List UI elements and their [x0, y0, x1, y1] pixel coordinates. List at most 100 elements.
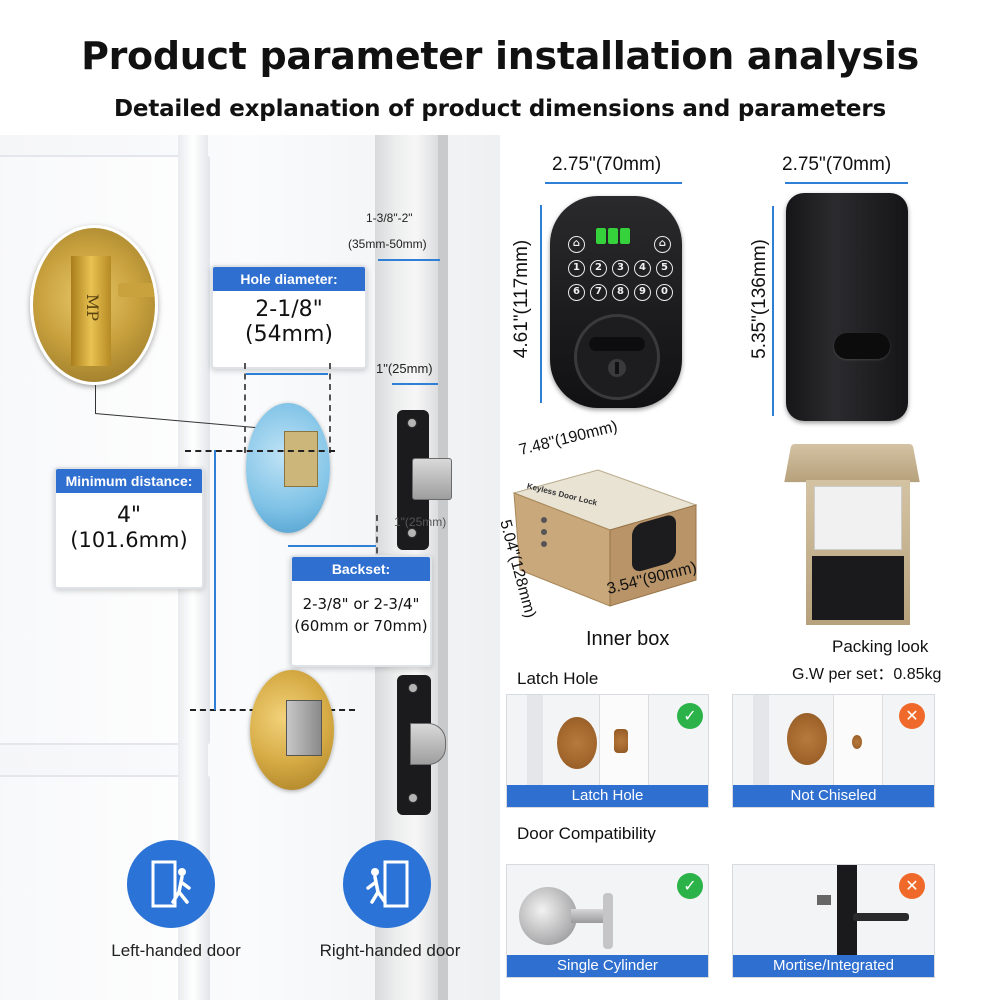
door-thickness-line — [378, 259, 440, 261]
right-handed-door-label: Right-handed door — [319, 941, 461, 960]
check-icon: ✓ — [677, 873, 703, 899]
door-installation-diagram: MP Hole diameter: 2-1/8" (54mm) 1-3/8"-2… — [0, 135, 500, 1000]
thumbturn-ring — [574, 314, 660, 400]
mortise-integrated-tile: ✕ Mortise/Integrated — [732, 864, 935, 978]
hinge-pointer-v — [95, 385, 96, 413]
deadbolt-bore — [250, 670, 334, 790]
left-handed-door-icon — [127, 840, 215, 928]
hole-diameter-metric: (54mm) — [244, 322, 334, 347]
key-2: 2 — [590, 260, 607, 277]
lever-handle — [853, 913, 909, 921]
unlock-key-icon: ⌂ — [654, 236, 671, 253]
latch-in-bore — [284, 431, 318, 487]
knob-spindle — [571, 909, 607, 923]
screw-icon — [408, 683, 418, 693]
key-1: 1 — [568, 260, 585, 277]
minimum-distance-card: Minimum distance: 4" (101.6mm) — [54, 467, 204, 589]
left-handed-door-label: Left-handed door — [111, 941, 241, 960]
door-jamb — [753, 695, 769, 787]
hinge-mark: MP — [83, 293, 103, 322]
rose-plate — [603, 893, 613, 949]
latch-bolt — [412, 458, 452, 500]
box-base — [806, 480, 910, 625]
keyhole-icon — [608, 359, 626, 377]
packing-look-photo — [782, 440, 922, 630]
small-latch-hole — [852, 735, 862, 749]
key-8: 8 — [612, 284, 629, 301]
cross-bore-hole — [246, 403, 330, 533]
thumbturn-slot — [589, 337, 645, 351]
key-5: 5 — [656, 260, 673, 277]
door-thickness-metric: (35mm-50mm) — [348, 237, 427, 251]
latch-width-label: 1"(25mm) — [376, 361, 433, 376]
key-4: 4 — [634, 260, 651, 277]
mortise-integrated-tile-label: Mortise/Integrated — [733, 955, 934, 977]
front-height-line — [540, 205, 542, 403]
min-dist-line — [214, 450, 216, 710]
packing-caption: Packing look — [832, 637, 929, 656]
min-dist-top-line — [185, 450, 335, 452]
bore-hole — [787, 713, 827, 765]
backset-line1: 2-3/8" or 2-3/4" — [302, 595, 420, 613]
deadbolt-in-bore — [286, 700, 322, 756]
latch-hole-tile-label: Latch Hole — [507, 785, 708, 807]
interior-lock-back — [786, 193, 908, 421]
manual-sheet — [814, 486, 902, 550]
single-cylinder-tile: ✓ Single Cylinder — [506, 864, 709, 978]
back-height-line — [772, 206, 774, 416]
battery-indicator-icon — [596, 228, 632, 244]
foam-insert — [812, 556, 904, 620]
minimum-distance-imperial: 4" — [116, 503, 142, 528]
backset-line2: (60mm or 70mm) — [294, 617, 428, 635]
lever-rose — [817, 895, 831, 905]
key-7: 7 — [590, 284, 607, 301]
hole-diameter-imperial: 2-1/8" — [255, 297, 323, 322]
key-3: 3 — [612, 260, 629, 277]
key-9: 9 — [634, 284, 651, 301]
latch-hole-tile: ✓ Latch Hole — [506, 694, 709, 808]
screw-icon — [407, 418, 417, 428]
lock-key-icon: ⌂ — [568, 236, 585, 253]
right-handed-door-icon — [343, 840, 431, 928]
door-compatibility-heading: Door Compatibility — [517, 824, 656, 843]
back-height-label: 5.35"(136mm) — [749, 239, 770, 359]
mortise-plate — [837, 865, 857, 957]
backset-card: Backset: 2-3/8" or 2-3/4" (60mm or 70mm) — [290, 555, 432, 667]
hinge-pin — [118, 283, 155, 297]
bore-hole — [557, 717, 597, 769]
front-width-label: 2.75"(70mm) — [552, 154, 662, 175]
backset-ext — [376, 515, 378, 575]
latch-mortise — [614, 729, 628, 753]
not-chiseled-tile: ✕ Not Chiseled — [732, 694, 935, 808]
cross-icon: ✕ — [899, 703, 925, 729]
hole-dim-line — [246, 373, 328, 375]
keypad-lock-front: ⌂ ⌂ 1 2 3 4 5 6 7 8 9 0 — [550, 196, 682, 408]
hole-diameter-card: Hole diameter: 2-1/8" (54mm) — [211, 265, 367, 369]
front-width-line — [545, 182, 682, 184]
latch-width-line — [392, 383, 438, 385]
minimum-distance-metric: (101.6mm) — [70, 528, 188, 552]
door-edge-shadow — [438, 135, 448, 1000]
single-cylinder-tile-label: Single Cylinder — [507, 955, 708, 977]
door-jamb — [527, 695, 543, 787]
page-subtitle: Detailed explanation of product dimensio… — [114, 96, 886, 122]
thumbturn-handle — [834, 333, 890, 359]
back-width-label: 2.75"(70mm) — [782, 154, 892, 175]
hinge-plate — [71, 256, 111, 366]
box-lid — [784, 443, 920, 483]
latch-hole-heading: Latch Hole — [517, 669, 599, 688]
door-knob — [519, 887, 577, 945]
check-icon: ✓ — [677, 703, 703, 729]
door-thickness-imperial: 1-3/8"-2" — [366, 211, 413, 225]
gross-weight-label: G.W per set：0.85kg — [792, 666, 942, 683]
minimum-distance-heading: Minimum distance: — [56, 469, 202, 493]
hole-dim-ext-right — [329, 363, 331, 453]
back-width-line — [785, 182, 908, 184]
hole-dim-ext-left — [244, 363, 246, 453]
latch-depth-label: 1"(25mm) — [394, 515, 447, 529]
inner-box-caption: Inner box — [586, 628, 670, 650]
door-edge-face — [833, 695, 883, 787]
screw-icon — [407, 528, 417, 538]
key-0: 0 — [656, 284, 673, 301]
page-title: Product parameter installation analysis — [81, 34, 919, 78]
